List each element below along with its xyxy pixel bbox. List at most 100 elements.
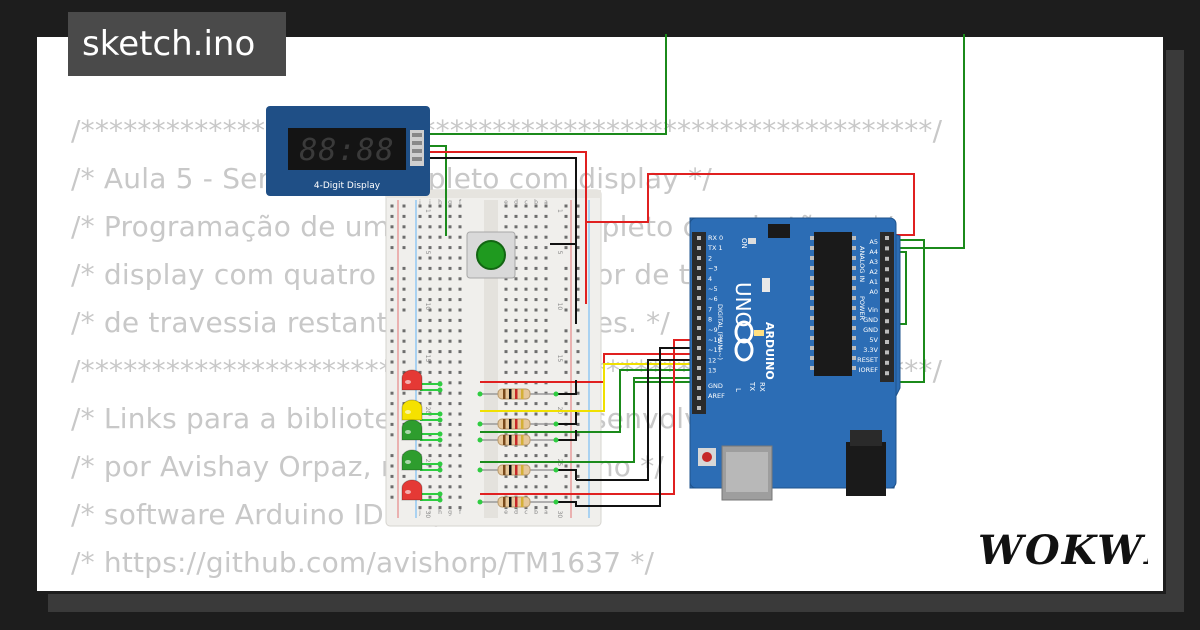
breadboard-hole bbox=[448, 381, 452, 385]
breadboard-hole bbox=[438, 266, 442, 270]
chip-pin bbox=[852, 286, 856, 290]
breadboard-hole bbox=[458, 391, 462, 395]
breadboard-hole bbox=[524, 339, 528, 343]
breadboard-hole bbox=[438, 204, 442, 208]
breadboard-hole bbox=[544, 506, 548, 510]
chip-pin bbox=[852, 346, 856, 350]
breadboard-hole bbox=[428, 214, 432, 218]
breadboard-hole bbox=[534, 235, 538, 239]
rail-hole bbox=[390, 298, 394, 302]
analog-in-label: ANALOG IN bbox=[858, 246, 866, 282]
led-yellow bbox=[401, 399, 443, 423]
column-letter: e bbox=[504, 509, 508, 516]
breadboard-hole bbox=[524, 506, 528, 510]
breadboard-hole bbox=[448, 495, 452, 499]
breadboard-hole bbox=[418, 204, 422, 208]
rail-hole bbox=[576, 433, 580, 437]
breadboard-hole bbox=[514, 454, 518, 458]
rail-hole bbox=[564, 204, 568, 208]
analog-pin-label: A0 bbox=[869, 288, 878, 296]
breadboard-hole bbox=[534, 350, 538, 354]
breadboard-hole bbox=[448, 308, 452, 312]
breadboard-hole bbox=[438, 370, 442, 374]
chip-pin bbox=[810, 366, 814, 370]
rail-hole bbox=[576, 350, 580, 354]
breadboard-hole bbox=[524, 350, 528, 354]
breadboard-hole bbox=[428, 277, 432, 281]
breadboard-hole bbox=[458, 464, 462, 468]
breadboard-hole bbox=[514, 214, 518, 218]
rail-hole bbox=[390, 360, 394, 364]
breadboard-hole bbox=[418, 308, 422, 312]
power-label: POWER bbox=[858, 296, 866, 321]
breadboard-hole bbox=[524, 485, 528, 489]
breadboard-hole bbox=[458, 360, 462, 364]
breadboard-hole bbox=[534, 298, 538, 302]
column-letter: f bbox=[459, 199, 462, 206]
breadboard-hole bbox=[418, 214, 422, 218]
power-pin-label: IOREF bbox=[859, 366, 879, 374]
rail-hole bbox=[390, 474, 394, 478]
breadboard-hole bbox=[458, 298, 462, 302]
led-group bbox=[401, 369, 443, 503]
breadboard-hole bbox=[428, 474, 432, 478]
breadboard-hole bbox=[504, 318, 508, 322]
resistor bbox=[477, 464, 559, 476]
column-letter: i bbox=[429, 509, 431, 516]
breadboard-hole bbox=[428, 298, 432, 302]
breadboard-hole bbox=[448, 360, 452, 364]
breadboard-hole bbox=[504, 225, 508, 229]
breadboard-hole bbox=[428, 370, 432, 374]
row-number: 15 bbox=[556, 355, 563, 363]
breadboard-hole bbox=[544, 443, 548, 447]
chip-pin bbox=[852, 356, 856, 360]
breadboard-hole bbox=[534, 225, 538, 229]
header-pin bbox=[697, 396, 701, 400]
header-pin bbox=[885, 277, 889, 282]
digital-pin-label: 4 bbox=[708, 275, 712, 283]
breadboard-hole bbox=[438, 422, 442, 426]
rail-hole bbox=[390, 412, 394, 416]
header-pin bbox=[697, 246, 701, 250]
rail-hole bbox=[390, 433, 394, 437]
breadboard-hole bbox=[544, 360, 548, 364]
breadboard-hole bbox=[428, 350, 432, 354]
breadboard-hole bbox=[418, 443, 422, 447]
breadboard-hole bbox=[458, 370, 462, 374]
breadboard-hole bbox=[448, 214, 452, 218]
breadboard-hole bbox=[448, 246, 452, 250]
breadboard-hole bbox=[504, 214, 508, 218]
rail-hole bbox=[390, 464, 394, 468]
rail-hole bbox=[402, 370, 406, 374]
push-button bbox=[466, 231, 516, 279]
breadboard-hole bbox=[418, 318, 422, 322]
breadboard-hole bbox=[458, 318, 462, 322]
header-pin bbox=[697, 276, 701, 280]
breadboard-hole bbox=[418, 287, 422, 291]
header-pin bbox=[885, 308, 889, 313]
breadboard-hole bbox=[524, 298, 528, 302]
breadboard-hole bbox=[448, 298, 452, 302]
breadboard-hole bbox=[504, 298, 508, 302]
breadboard-hole bbox=[418, 277, 422, 281]
rail-hole bbox=[402, 474, 406, 478]
header-pin bbox=[885, 329, 889, 334]
breadboard-hole bbox=[514, 329, 518, 333]
breadboard-hole bbox=[534, 277, 538, 281]
breadboard-hole bbox=[514, 256, 518, 260]
rail-hole bbox=[390, 277, 394, 281]
led-green bbox=[401, 449, 443, 473]
header-pin bbox=[885, 319, 889, 324]
rail-hole bbox=[576, 485, 580, 489]
column-letter: a bbox=[544, 509, 548, 516]
breadboard-hole bbox=[458, 474, 462, 478]
column-letter: j bbox=[418, 199, 421, 206]
header-pin bbox=[885, 246, 889, 251]
display-label: 4-Digit Display bbox=[314, 181, 381, 191]
row-number: 30 bbox=[424, 511, 431, 519]
breadboard-hole bbox=[544, 474, 548, 478]
rail-hole bbox=[402, 298, 406, 302]
digital-pin-label: 8 bbox=[708, 316, 712, 324]
column-letter: g bbox=[448, 509, 452, 516]
